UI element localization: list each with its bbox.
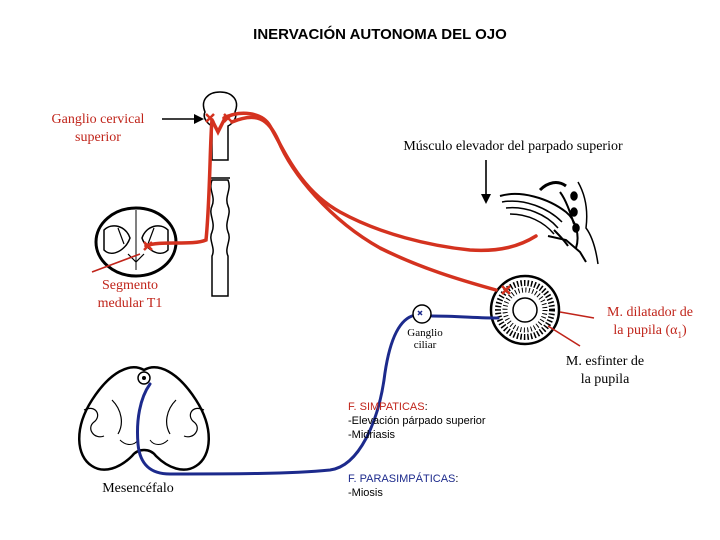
dilatador-line2: la pupila (α1)	[586, 322, 714, 344]
leader-arrows	[162, 114, 491, 204]
esfinter-line2: la pupila	[580, 372, 630, 387]
musculo-elevador-label: Músculo elevador del parpado superior	[403, 139, 623, 154]
dilatador-subscript: 1	[677, 329, 682, 340]
legend-parasimpaticas-heading: F. PARASIMPÁTICAS:	[348, 473, 459, 485]
dilatador-label: M. dilatador de la pupila (α1)	[586, 304, 714, 344]
segmento-line2: medular T1	[97, 296, 163, 311]
esfinter-label: M. esfinter de la pupila	[548, 353, 662, 389]
esfinter-line1: M. esfinter de	[565, 354, 645, 369]
segmento-line1: Segmento	[102, 278, 158, 293]
legend-simpaticas-head-text: F. SIMPATICAS	[348, 401, 425, 413]
ganglio-ciliar-line1: Ganglio	[407, 327, 443, 339]
ganglio-cervical-line1: Ganglio cervical	[51, 112, 145, 127]
legend-simpaticas: F. SIMPATICAS: -Elevación párpado superi…	[348, 400, 568, 442]
leader-lines	[91, 253, 595, 347]
eyelid-levator-muscle	[499, 181, 599, 265]
ganglio-cervical-label: Ganglio cervical superior	[36, 111, 160, 147]
ganglio-ciliar-label: Ganglio ciliar	[394, 327, 456, 351]
mesencephalon-section	[78, 366, 210, 471]
legend-simpaticas-item-2: -Midriasis	[348, 429, 396, 441]
legend-simpaticas-heading: F. SIMPATICAS:	[348, 401, 428, 413]
ganglio-ciliar-line2: ciliar	[413, 339, 437, 351]
legend-parasimpaticas-item-1: -Miosis	[348, 487, 383, 499]
ganglio-cervical-line2: superior	[75, 130, 121, 145]
diagram-title: INERVACIÓN AUTONOMA DEL OJO	[253, 26, 507, 43]
mesencefalo-label: Mesencéfalo	[102, 481, 174, 496]
legend-parasimpaticas: F. PARASIMPÁTICAS: -Miosis	[348, 472, 568, 500]
sympathetic-synapse-markers	[143, 113, 511, 295]
dilatador-line2-text: la pupila (α	[613, 323, 678, 338]
dilatador-close-paren: )	[681, 323, 687, 338]
dilatador-line1: M. dilatador de	[607, 305, 693, 320]
sympathetic-pathway	[144, 111, 538, 292]
legend-simpaticas-item-1: -Elevación párpado superior	[348, 415, 486, 427]
eye-iris	[489, 274, 561, 346]
parasympathetic-pathway	[136, 314, 500, 476]
segmento-medular-label: Segmento medular T1	[76, 277, 184, 313]
ciliary-ganglion	[412, 304, 432, 324]
legend-parasimpaticas-head-text: F. PARASIMPÁTICAS	[348, 473, 456, 485]
